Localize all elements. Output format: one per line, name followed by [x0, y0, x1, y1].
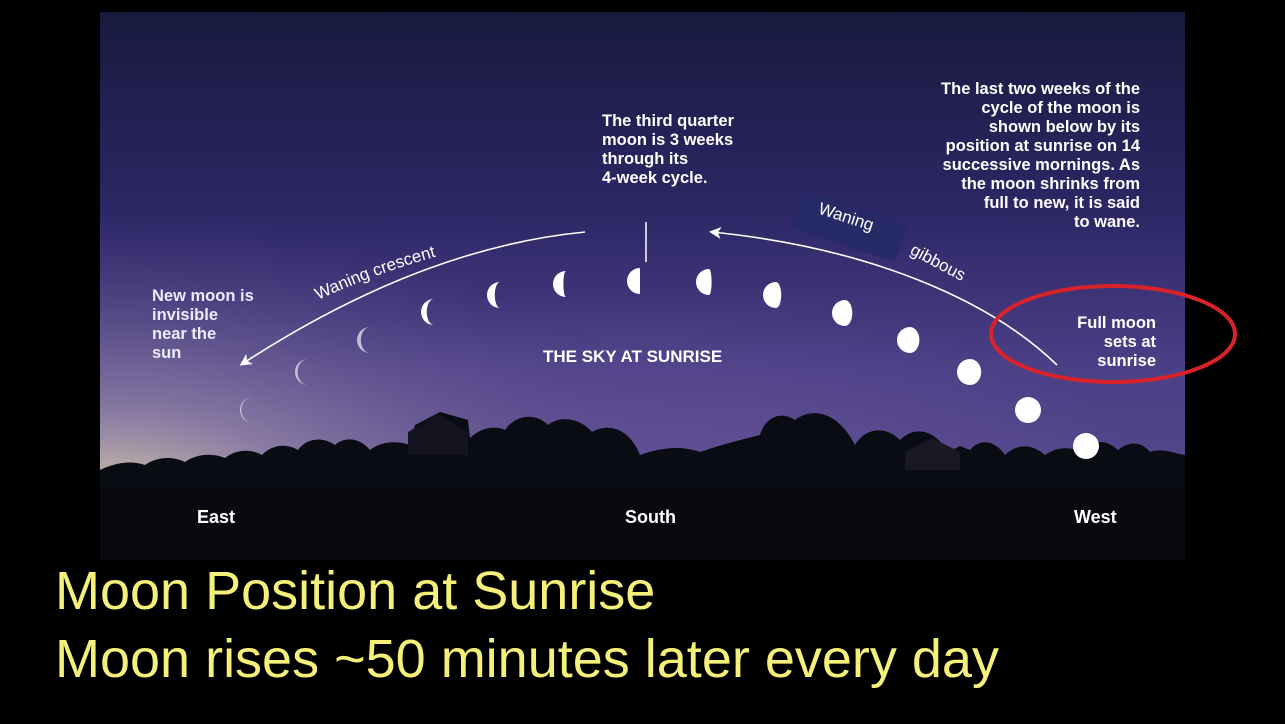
new-moon-note: New moon is invisible near the sun — [152, 287, 254, 362]
caption-title: Moon Position at Sunrise — [55, 561, 656, 621]
direction-east: East — [197, 507, 236, 527]
full-moon-highlight-ellipse — [989, 284, 1237, 384]
full-moon-note: Full moon sets at sunrise — [1077, 314, 1156, 370]
waning-gibbous-arrow — [709, 226, 1058, 366]
moon-phase-11 — [897, 327, 920, 353]
moon-phase-2 — [295, 359, 308, 385]
waning-crescent-arrow — [239, 231, 586, 366]
direction-south: South — [625, 507, 676, 527]
moon-phase-8 — [696, 269, 712, 295]
moon-phase-3 — [357, 327, 370, 353]
moon-phase-9 — [763, 282, 782, 308]
house-silhouette — [905, 438, 960, 470]
house-silhouette — [408, 414, 468, 455]
waning-label-box — [792, 190, 908, 262]
moon-phase-13 — [1015, 397, 1041, 423]
direction-west: West — [1074, 507, 1117, 527]
caption-subtitle: Moon rises ~50 minutes later every day — [55, 629, 999, 689]
sky-at-sunrise-label: THE SKY AT SUNRISE — [543, 347, 723, 366]
moon-phase-4 — [421, 299, 434, 325]
moon-phase-7 — [627, 268, 640, 294]
moon-phase-12 — [957, 359, 982, 385]
cycle-note: The last two weeks of the cycle of the m… — [941, 80, 1140, 231]
moon-phase-6 — [553, 271, 566, 297]
moon-phase-14 — [1073, 433, 1099, 459]
moon-phase-10 — [832, 300, 853, 326]
moon-phases — [240, 268, 1099, 459]
moon-phase-5 — [487, 282, 500, 308]
third-quarter-note: The third quarter moon is 3 weeks throug… — [602, 112, 735, 187]
